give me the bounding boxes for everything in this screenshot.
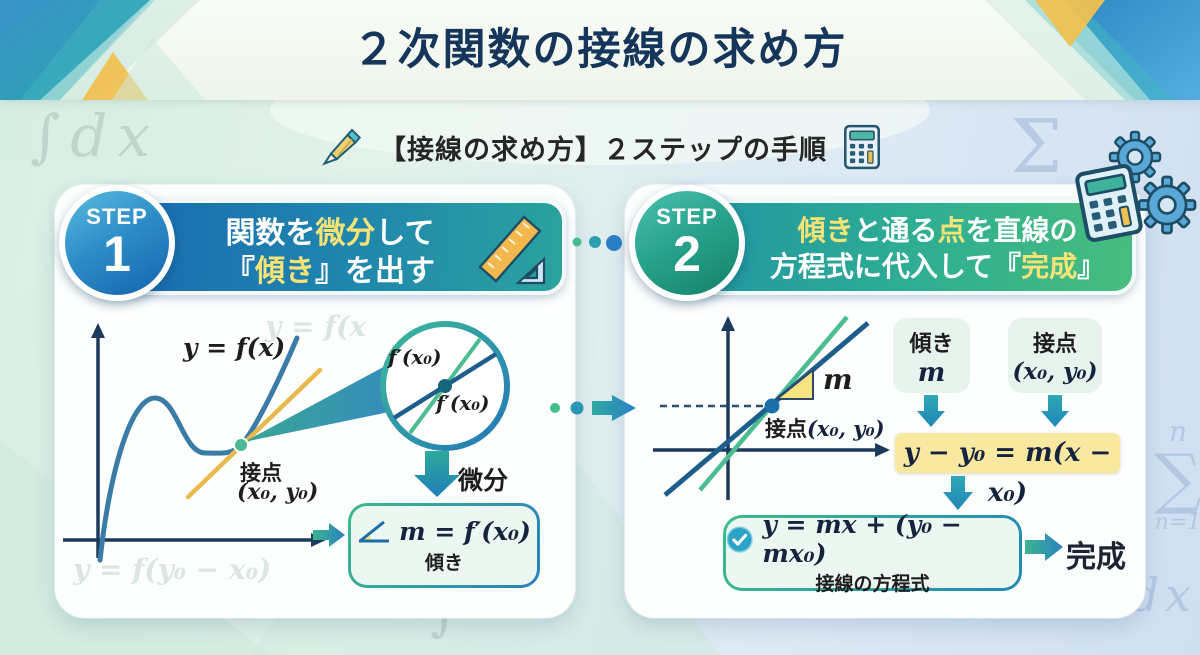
- watermark-formula-fx: y = f(x: [265, 310, 367, 343]
- angle-icon: [359, 520, 390, 543]
- gear-icon: [1137, 175, 1197, 235]
- step1-title-part: 』を出す: [315, 255, 435, 288]
- check-icon: [726, 525, 753, 553]
- page-title: ２次関数の接線の求め方: [352, 26, 848, 74]
- formula-down-arrow: [943, 476, 973, 510]
- step1-panel: y = f(x y = f(y₀ − x₀) STEP 1 関数を微分して 『傾…: [55, 185, 575, 618]
- step1-title-line2: 『傾き』を出す: [185, 246, 475, 290]
- given-slope-value: m: [917, 358, 946, 388]
- watermark-sum: n ∑ n=1: [1143, 418, 1200, 534]
- watermark-sum-symbol: ∑: [1154, 440, 1200, 517]
- point-slope-formula: y − y₀ = m(x − x₀): [903, 438, 1112, 508]
- tangent-equation-caption: 接線の方程式: [815, 574, 930, 595]
- derive-arrow-label: 微分: [458, 467, 509, 495]
- slope-down-arrow: [917, 395, 945, 427]
- tangent-point-dot: [764, 398, 780, 414]
- step2-title-part: 』: [1077, 251, 1106, 282]
- slope-caption: 傾き: [424, 552, 463, 574]
- step2-title-highlight: 点: [937, 215, 966, 246]
- point-slope-formula-bar: y − y₀ = m(x − x₀): [895, 433, 1120, 508]
- step1-title-highlight: 傾き: [255, 255, 315, 288]
- point-label-coords: (x₀, y₀): [807, 416, 885, 441]
- slope-formula: m = f′(x₀): [399, 516, 531, 546]
- watermark-formula-fy: y = f(y₀ − x₀): [73, 553, 272, 586]
- step-connector-dots: [572, 235, 622, 251]
- step2-title-highlight: 傾き: [797, 215, 854, 246]
- magnifier-wedge: [244, 364, 389, 442]
- step-connector-arrow: [550, 395, 636, 421]
- ruler-icon: [478, 215, 546, 285]
- done-right-arrow: [1025, 533, 1063, 561]
- step2-title-line2: 方程式に代入して『完成』: [745, 245, 1130, 285]
- tangent-point-label: 接点(x₀, y₀): [765, 413, 885, 443]
- title-banner: ２次関数の接線の求め方: [0, 0, 1200, 100]
- step2-graph: [653, 315, 1069, 561]
- tangent-line: [185, 367, 323, 500]
- axis-arrowhead: [875, 443, 890, 457]
- watermark-sum-upper: n: [1168, 415, 1188, 448]
- calculator-icon: [844, 124, 880, 170]
- tangent-equation-formula: y = mx + (y₀ − mx₀): [762, 510, 962, 568]
- step2-title-highlight: 完成: [1021, 251, 1078, 282]
- derivative-label-top: f′(x₀): [388, 345, 442, 369]
- step1-badge-number: 1: [103, 225, 131, 282]
- axes: [653, 328, 877, 500]
- tangent-point-label: 接点: [240, 462, 282, 485]
- tangent-point-dot: [233, 437, 249, 453]
- banner-right-decoration: [985, 0, 1200, 100]
- step2-title-part: を直線の: [965, 215, 1078, 246]
- step2-title-part: 方程式に代入して『: [769, 251, 1022, 282]
- step2-title-part: と通る: [853, 215, 938, 246]
- step2-badge: STEP 2: [629, 185, 745, 301]
- step1-title-part: して: [375, 217, 435, 250]
- banner-left-decoration: [0, 0, 205, 100]
- curve-label: y = f(x): [183, 333, 286, 362]
- step1-badge-label: STEP: [86, 203, 148, 229]
- calculator-icon-step2: [1075, 163, 1143, 243]
- step2-panel: STEP 2 傾きと通る点を直線の 方程式に代入して『完成』: [625, 185, 1145, 618]
- watermark-sum-lower: n=1: [1154, 510, 1200, 535]
- step1-title-part: 『: [225, 255, 255, 288]
- step2-badge-number: 2: [673, 225, 701, 282]
- step1-title-line1: 関数を微分して: [185, 208, 475, 252]
- step1-title-part: 関数を: [225, 217, 316, 250]
- done-label: 完成: [1066, 541, 1126, 574]
- step1-badge: STEP 1: [59, 185, 175, 301]
- pencil-icon: [322, 128, 362, 166]
- given-slope-box: 傾き m: [893, 318, 970, 393]
- tangent-equation-box: y = mx + (y₀ − mx₀) 接線の方程式: [723, 510, 1022, 595]
- given-point-box: 接点 (x₀, y₀): [1008, 318, 1102, 393]
- step1-title-highlight: 微分: [315, 217, 376, 250]
- to-slope-box-arrow: [313, 523, 345, 547]
- slope-label: m: [823, 363, 853, 396]
- derive-down-arrow: [414, 451, 460, 497]
- step2-badge-label: STEP: [656, 203, 718, 229]
- given-point-title: 接点: [1032, 331, 1077, 356]
- slope-result-box: m = f′(x₀) 傾き: [348, 503, 540, 588]
- given-slope-title: 傾き: [909, 331, 954, 356]
- magnified-point-dot: [438, 379, 452, 393]
- watermark-sigma: Σ: [1010, 104, 1063, 190]
- slope-triangle: [774, 367, 814, 400]
- point-down-arrow: [1041, 395, 1069, 427]
- subtitle-text: 【接線の求め方】２ステップの手順: [379, 134, 827, 165]
- axes: [63, 335, 313, 558]
- function-curve: [97, 335, 300, 563]
- step2-title-line1: 傾きと通る点を直線の: [745, 209, 1130, 249]
- tangent-point-coords: (x₀, y₀): [237, 479, 319, 505]
- axis-arrowhead: [721, 316, 735, 331]
- given-point-value: (x₀, y₀): [1012, 358, 1098, 385]
- watermark-integral-dx: ∫dx: [30, 102, 161, 170]
- gears-decoration: [1108, 130, 1197, 235]
- point-label-text: 接点: [765, 418, 807, 441]
- axis-arrowhead: [91, 323, 105, 338]
- step1-graph: [63, 321, 510, 563]
- derivative-label-bottom: f′(x₀): [436, 391, 490, 415]
- subtitle-row: 【接線の求め方】２ステップの手順: [270, 116, 930, 178]
